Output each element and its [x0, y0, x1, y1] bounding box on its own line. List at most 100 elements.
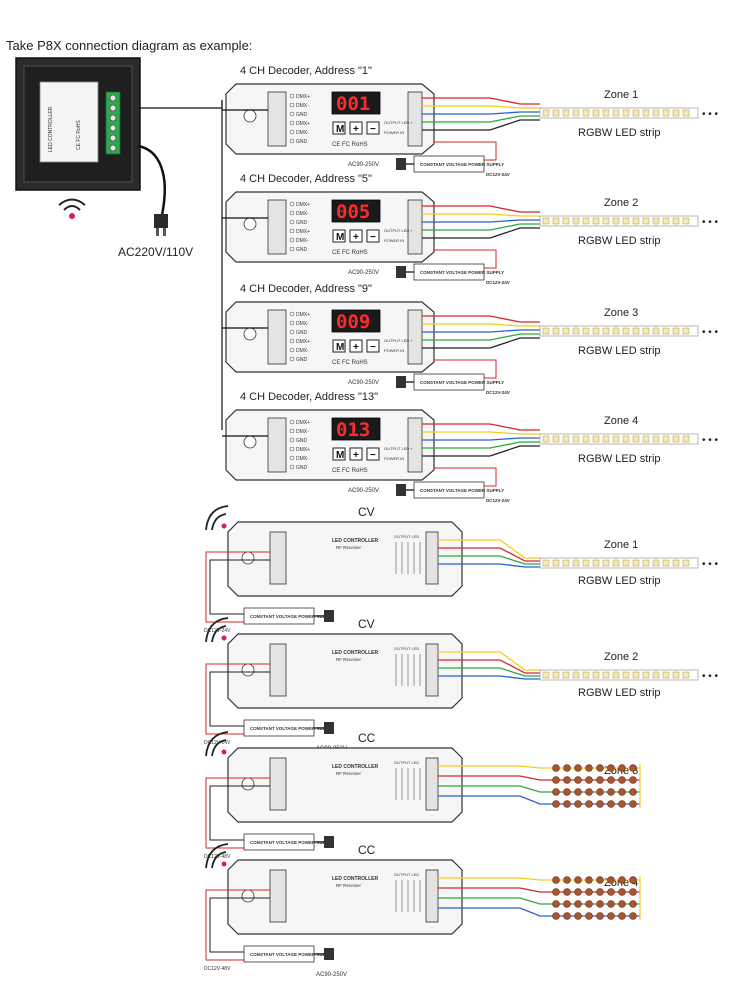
decoder-dc-label: DC12V-24V [486, 280, 510, 285]
decoder-button [349, 447, 363, 461]
receiver-type-label: CC [358, 843, 376, 857]
decoder-screw-hole [243, 435, 257, 449]
port-label: DMX- [296, 348, 309, 354]
port-terminal [289, 329, 295, 335]
power-supply-label: CONSTANT VOLTAGE POWER SUPPLY [420, 380, 504, 385]
decoder-output-label: OUTPUT LED + [384, 446, 413, 451]
led-chip [682, 671, 690, 679]
cc-led [596, 788, 604, 796]
panel-terminal-screw [109, 124, 117, 132]
cc-led [552, 800, 560, 808]
wireless-arc [211, 739, 227, 757]
led-chip [652, 327, 660, 335]
strip-label: RGBW LED strip [578, 575, 661, 587]
wireless-icon [58, 198, 86, 219]
receiver-screw-hole [241, 889, 255, 903]
port-terminal [289, 228, 295, 234]
port-label: GND [296, 247, 308, 253]
decoder-screw-hole [243, 109, 257, 123]
port-terminal [289, 120, 295, 126]
wireless-dot [221, 861, 227, 867]
decoder-certs: CE FC RoHS [332, 142, 368, 148]
port-terminal [289, 338, 295, 344]
power-plug-icon [154, 214, 168, 236]
port-terminal [289, 437, 295, 443]
led-chip [602, 109, 610, 117]
decoder-dc-label: DC12V-24V [486, 498, 510, 503]
dc-power-wire [434, 249, 497, 269]
decoder-body [225, 191, 435, 263]
strip-label: RGBW LED strip [578, 127, 661, 139]
receiver-type-label: CV [358, 505, 375, 519]
led-chip [582, 217, 590, 225]
cc-led [629, 900, 637, 908]
led-chip [612, 435, 620, 443]
output-wire [438, 675, 540, 680]
led-chip [642, 109, 650, 117]
power-plug-icon [396, 484, 406, 496]
decoder-button-label: + [353, 342, 359, 353]
wireless-dot [221, 749, 227, 755]
port-label: DMX+ [296, 121, 310, 127]
port-terminal [289, 419, 295, 425]
wireless-arc [211, 851, 227, 869]
output-wire [422, 115, 540, 123]
port-label: DMX+ [296, 202, 310, 208]
output-wire [422, 431, 540, 435]
decoder-button-label: − [370, 450, 376, 461]
led-chip [542, 217, 550, 225]
receiver-output-terminal [425, 531, 439, 585]
dc-ground-wire [209, 785, 270, 841]
decoder-button-label: + [353, 232, 359, 243]
port-label: GND [296, 112, 308, 118]
decoder-1: 4 CH Decoder, Address "1"DMX+DMX-GNDDMX+… [222, 65, 719, 177]
output-wire [422, 423, 540, 431]
cc-led [585, 912, 593, 920]
strip-continuation-dots: • • • [702, 217, 719, 228]
cc-led [618, 788, 626, 796]
port-label: DMX+ [296, 229, 310, 235]
cc-led [585, 776, 593, 784]
port-label: DMX+ [296, 94, 310, 100]
wireless-dot [221, 635, 227, 641]
led-chip [682, 109, 690, 117]
cc-led [552, 764, 560, 772]
decoder-button-label: − [370, 342, 376, 353]
led-chip [582, 109, 590, 117]
decoder-dmx-terminal [267, 91, 287, 147]
zone-label: Zone 2 [604, 197, 638, 209]
led-chip [562, 217, 570, 225]
cc-led [563, 788, 571, 796]
led-chip [602, 327, 610, 335]
cc-led [629, 876, 637, 884]
zone-label: Zone 2 [604, 651, 638, 663]
led-chip [552, 327, 560, 335]
output-wire [438, 563, 540, 568]
receiver-input-terminal [269, 531, 287, 585]
receiver-dc-label: DC12V-48V [204, 966, 231, 972]
led-chip [642, 327, 650, 335]
cc-led [563, 776, 571, 784]
led-chip [662, 109, 670, 117]
decoder-dmx-terminal [267, 199, 287, 255]
led-chip [582, 327, 590, 335]
decoder-screw-hole [243, 327, 257, 341]
led-chip [622, 109, 630, 117]
decoder-body [225, 83, 435, 155]
led-chip [622, 671, 630, 679]
led-chip [612, 671, 620, 679]
led-chip [682, 435, 690, 443]
port-label: DMX- [296, 321, 309, 327]
strip-label: RGBW LED strip [578, 453, 661, 465]
decoder-title: 4 CH Decoder, Address "13" [240, 391, 378, 403]
decoder-output-label: OUTPUT LED + [384, 120, 413, 125]
power-plug-icon [324, 836, 334, 848]
cc-led [563, 800, 571, 808]
led-chip [552, 671, 560, 679]
decoder-title: 4 CH Decoder, Address "5" [240, 173, 372, 185]
decoder-output-terminal [407, 199, 423, 255]
cc-led [596, 888, 604, 896]
led-chip [552, 217, 560, 225]
led-chip [572, 671, 580, 679]
power-supply-label: CONSTANT VOLTAGE POWER SUPPLY [250, 952, 334, 957]
